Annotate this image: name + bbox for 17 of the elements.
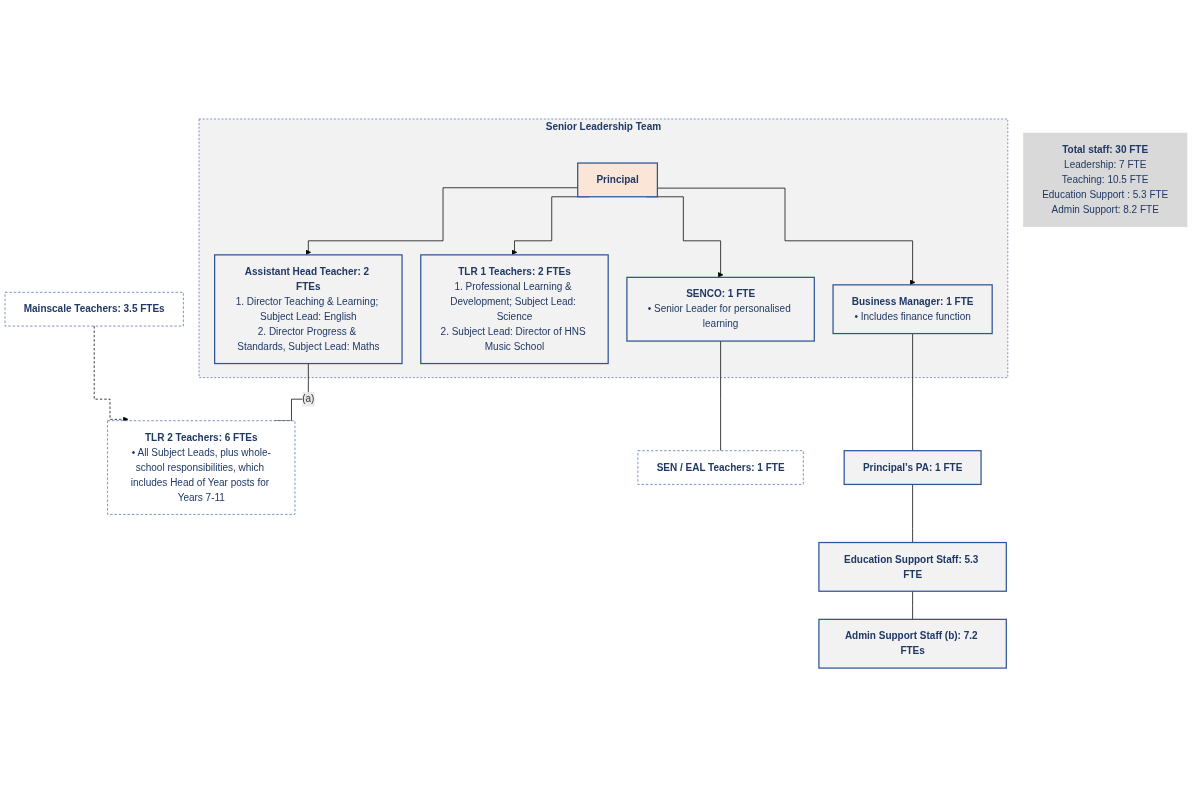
node-box: Assistant Head Teacher: 2 FTEs 1. Director Teaching & Learning; Subject Lead: English 2. Director Progress & Standards, Subject Lead: Maths [214,254,403,365]
connector [720,340,721,452]
connector [912,484,913,543]
node-box: Business Manager: 1 FTE • Includes finance function [832,284,993,335]
node-box: SEN / EAL Teachers: 1 FTE [637,450,804,485]
node-box: Total staff: 30 FTE Leadership: 7 FTE Teaching: 10.5 FTE Education Support : 5.3 FTE Admin Support: 8.2 FTE [1023,132,1188,227]
node-box: Admin Support Staff (b): 7.2 FTEs [818,618,1007,669]
connector [912,333,913,452]
node-box: Mainscale Teachers: 3.5 FTEs [4,292,184,327]
node-box: Principal [577,162,658,198]
node-box: TLR 1 Teachers: 2 FTEs 1. Professional Learning & Development; Subject Lead: Science 2. Subject Lead: Director of HNS Music School [420,254,609,365]
node-box: SENCO: 1 FTE • Senior Leader for personalised learning [626,276,815,342]
node-box: TLR 2 Teachers: 6 FTEs • All Subject Leads, plus whole-school responsibilities, which includes Head of Year posts for Years 7-11 [107,420,296,515]
node-box: Principal’s PA: 1 FTE [843,450,982,485]
connector [912,590,913,620]
edge-label: (a) [302,393,315,405]
node-box: Education Support Staff: 5.3 FTE [818,541,1007,592]
